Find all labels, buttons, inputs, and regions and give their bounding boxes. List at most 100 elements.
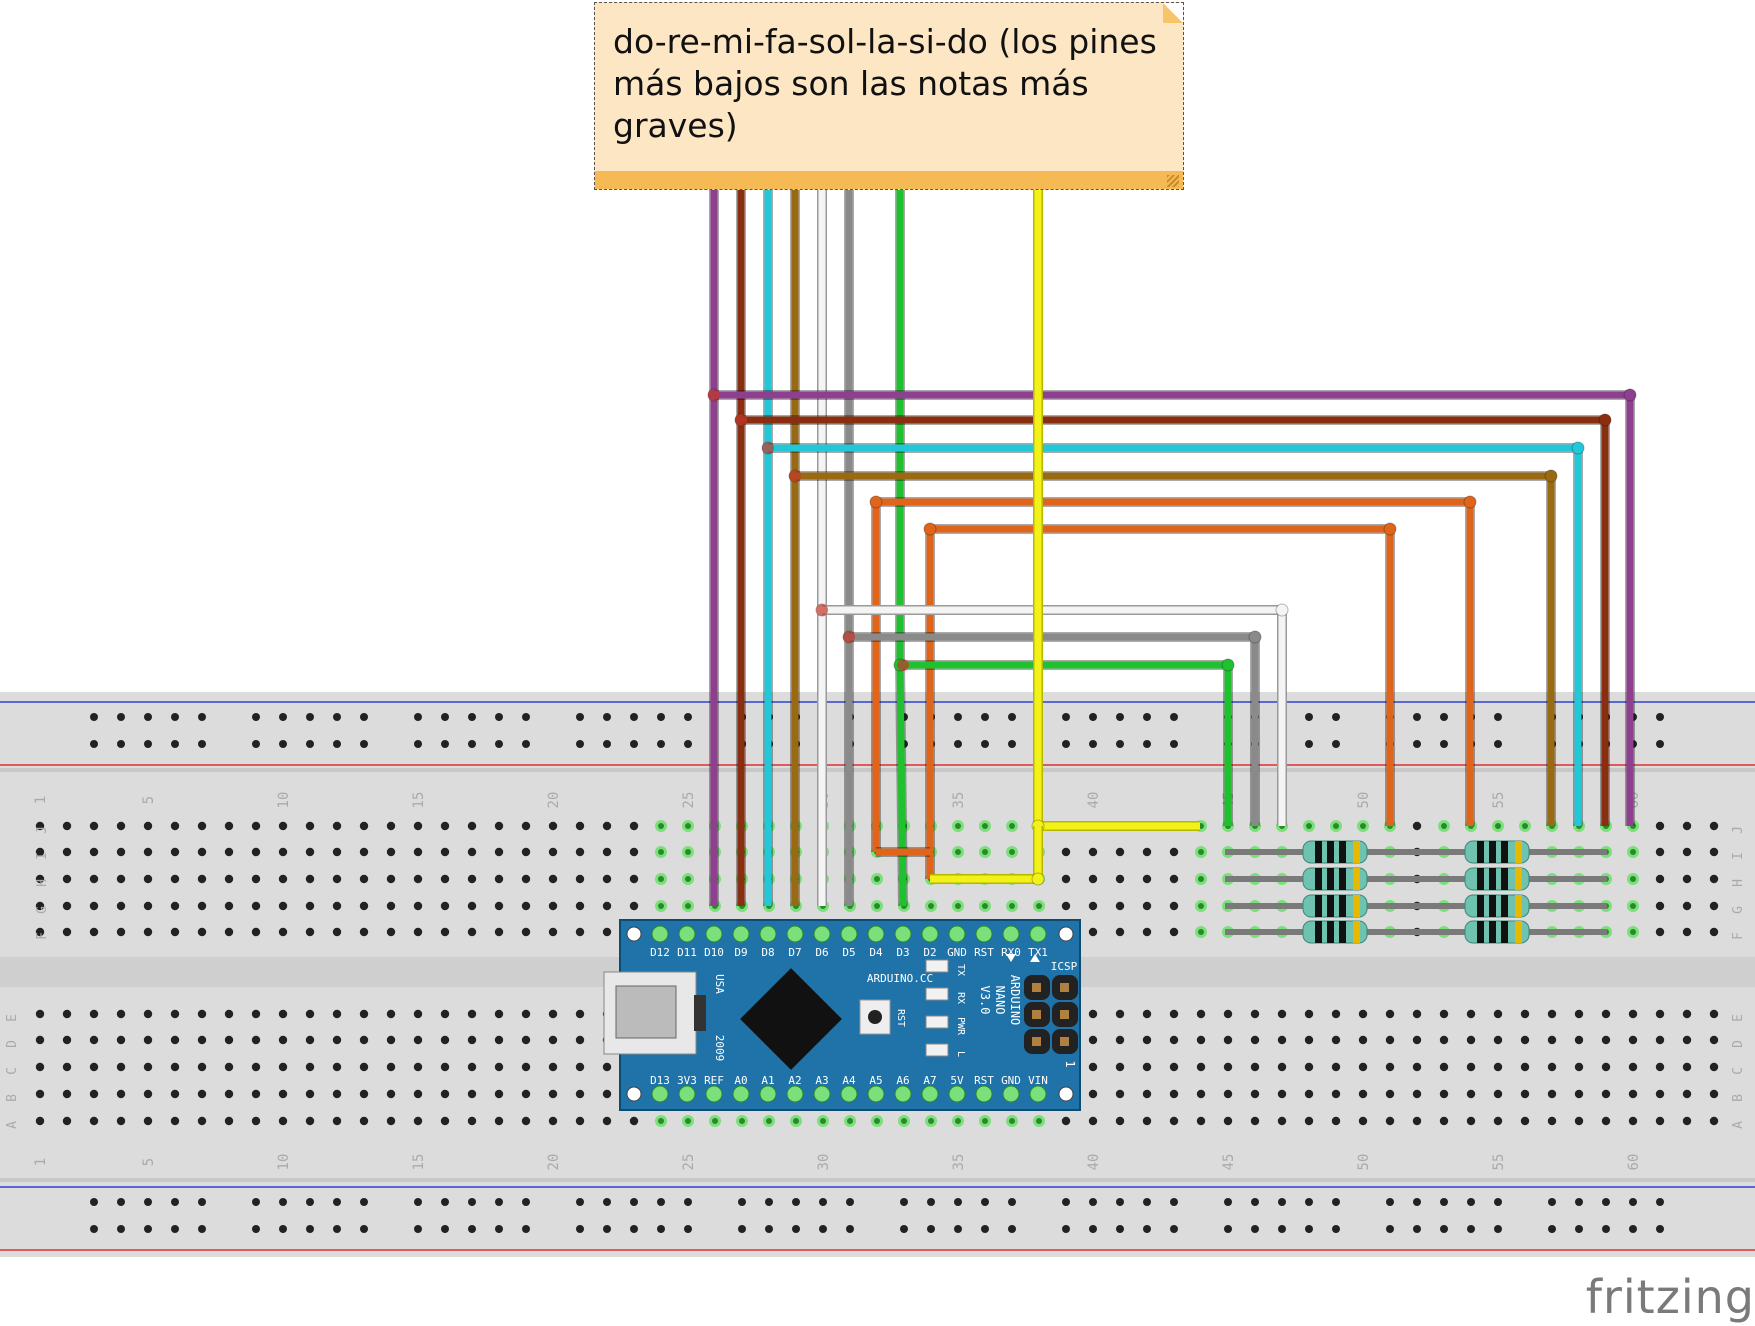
connected-hole: [874, 903, 880, 909]
hole: [548, 1035, 558, 1045]
connected-hole: [1009, 903, 1015, 909]
hole: [170, 1116, 180, 1126]
resistor-band: [1489, 841, 1496, 863]
hole: [1088, 1116, 1098, 1126]
hole: [629, 874, 639, 884]
led-PWR: [925, 1015, 949, 1029]
resistor-right-4: [1387, 920, 1607, 944]
rail-hole-top: [1062, 740, 1070, 748]
hole: [1331, 1035, 1341, 1045]
rail-hole-bottom: [765, 1198, 773, 1206]
rail-hole-top: [1440, 713, 1448, 721]
resistor-band: [1501, 868, 1508, 890]
hole: [1088, 1089, 1098, 1099]
resistor-band: [1515, 868, 1522, 890]
connected-hole: [685, 876, 691, 882]
hole: [305, 821, 315, 831]
rail-hole-top: [333, 740, 341, 748]
hole: [548, 901, 558, 911]
hole: [1223, 1116, 1233, 1126]
hole: [548, 847, 558, 857]
hole: [1520, 1035, 1530, 1045]
hole: [143, 927, 153, 937]
hole: [1574, 1089, 1584, 1099]
rail-hole-bottom: [576, 1198, 584, 1206]
wire-bend: [923, 522, 937, 536]
rail-hole-bottom: [954, 1198, 962, 1206]
rail-hole-bottom: [1278, 1225, 1286, 1233]
hole: [575, 1062, 585, 1072]
hole: [467, 1035, 477, 1045]
rail-hole-top: [144, 740, 152, 748]
hole: [1574, 1035, 1584, 1045]
hole: [143, 847, 153, 857]
resistor-right-2: [1387, 867, 1607, 891]
hole: [1547, 1035, 1557, 1045]
hole: [1655, 874, 1665, 884]
rail-hole-top: [441, 713, 449, 721]
rail-hole-top: [1170, 740, 1178, 748]
rail-hole-bottom: [522, 1225, 530, 1233]
column-number-bottom: 30: [816, 1154, 832, 1171]
hole: [1439, 1062, 1449, 1072]
rail-hole-top: [954, 713, 962, 721]
rail-hole-bottom: [198, 1198, 206, 1206]
hole: [1358, 1009, 1368, 1019]
rail-hole-top: [360, 740, 368, 748]
led-label: RX: [955, 992, 966, 1004]
board-text-year: 2009: [713, 1035, 726, 1062]
hole: [332, 1089, 342, 1099]
wire-junction: [708, 389, 720, 401]
connected-hole: [1036, 1118, 1042, 1124]
rail-hole-bottom: [1548, 1225, 1556, 1233]
connected-hole: [874, 1118, 880, 1124]
rail-hole-top: [414, 740, 422, 748]
hole: [1547, 1062, 1557, 1072]
hole: [1709, 1062, 1719, 1072]
resistor-band: [1327, 895, 1334, 917]
connected-hole: [1333, 823, 1339, 829]
hole: [1196, 1089, 1206, 1099]
hole: [332, 927, 342, 937]
rail-hole-top: [198, 713, 206, 721]
rail-hole-bottom: [1062, 1198, 1070, 1206]
note-resize-handle[interactable]: [1167, 175, 1179, 187]
hole: [305, 847, 315, 857]
hole: [1655, 1116, 1665, 1126]
hole: [386, 1089, 396, 1099]
hole: [143, 874, 153, 884]
hole: [143, 901, 153, 911]
hole: [278, 1116, 288, 1126]
wire-bend: [1275, 603, 1289, 617]
rail-hole-bottom: [1386, 1225, 1394, 1233]
hole: [1277, 1035, 1287, 1045]
hole: [1574, 1062, 1584, 1072]
rail-hole-bottom: [1629, 1225, 1637, 1233]
hole: [251, 927, 261, 937]
hole: [332, 821, 342, 831]
hole: [1115, 874, 1125, 884]
rail-hole-bottom: [1575, 1225, 1583, 1233]
row-letter-right: E: [1731, 1014, 1746, 1022]
rail-hole-bottom: [90, 1198, 98, 1206]
resistor-band: [1315, 921, 1322, 943]
row-letter-left: I: [35, 852, 50, 860]
pin-bottom-3V3: [678, 1085, 696, 1103]
hole: [440, 847, 450, 857]
hole: [1709, 1035, 1719, 1045]
rail-hole-bottom: [630, 1225, 638, 1233]
hole: [1466, 1062, 1476, 1072]
sticky-note[interactable]: do-re-mi-fa-sol-la-si-do (los pines más …: [594, 2, 1184, 190]
hole: [494, 821, 504, 831]
hole: [1466, 1009, 1476, 1019]
hole: [1223, 1089, 1233, 1099]
hole: [1358, 1116, 1368, 1126]
hole: [494, 927, 504, 937]
rail-hole-bottom: [1062, 1225, 1070, 1233]
rail-hole-bottom: [171, 1198, 179, 1206]
rail-hole-top: [603, 740, 611, 748]
column-number-bottom: 40: [1086, 1154, 1102, 1171]
hole: [1142, 901, 1152, 911]
note-text[interactable]: do-re-mi-fa-sol-la-si-do (los pines más …: [613, 22, 1157, 145]
connected-hole: [982, 1118, 988, 1124]
